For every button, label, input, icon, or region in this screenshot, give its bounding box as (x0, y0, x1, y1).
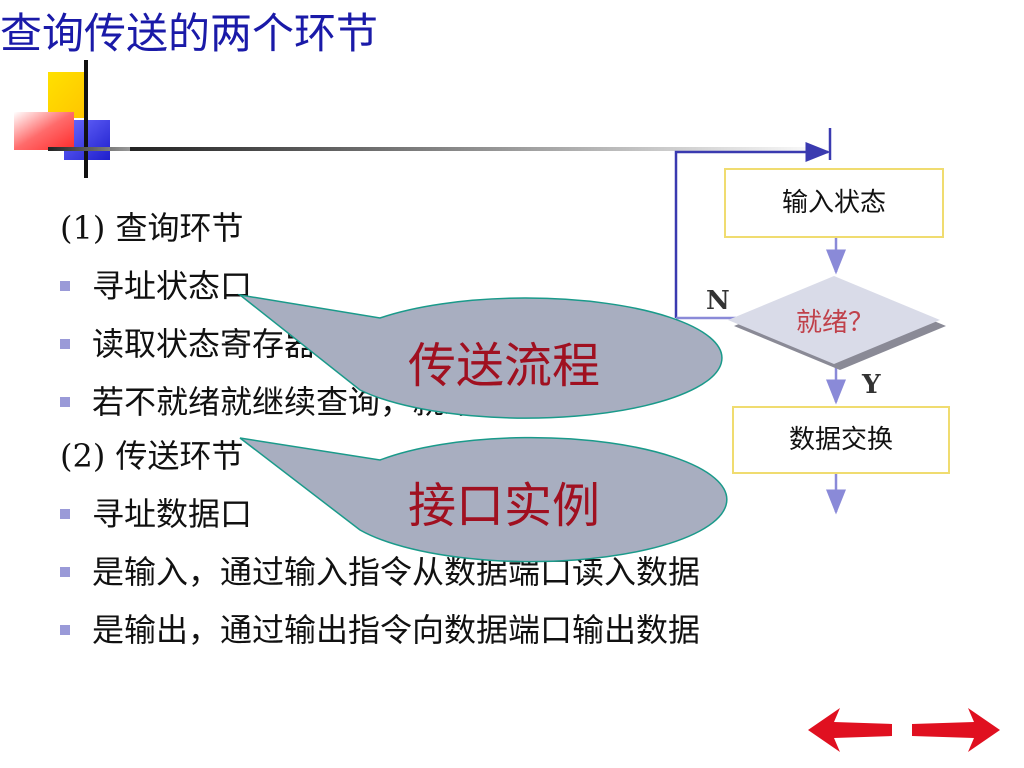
flow-yes-label: Y (862, 370, 881, 400)
flow-decision-label: 就绪？ (795, 308, 874, 338)
bullet-icon (60, 338, 70, 349)
bullet-icon (60, 624, 70, 635)
flow-box-data-exchange: 数据交换 (732, 406, 950, 474)
section-transfer-heading: (2) 传送环节 (60, 437, 244, 475)
flow-box-input-status: 输入状态 (724, 168, 944, 238)
left-arrow-icon[interactable] (808, 708, 892, 752)
callout-example-label[interactable]: 接口实例 (408, 478, 601, 534)
section-query-heading: (1) 查询环节 (60, 209, 244, 247)
flow-decision-ready (728, 276, 946, 370)
bullet-icon (60, 508, 70, 519)
callout-flow-label[interactable]: 传送流程 (408, 338, 601, 394)
bullet-icon (60, 280, 70, 291)
list-item: 是输出，通过输出指令向数据端口输出数据 (60, 608, 700, 652)
list-item: 寻址状态口 (60, 264, 252, 308)
right-arrow-icon[interactable] (912, 708, 1000, 752)
slide-corner-decoration (14, 60, 200, 178)
page-title: 查询传送的两个环节 (0, 9, 379, 58)
bullet-icon (60, 396, 70, 407)
list-item: 是输入，通过输入指令从数据端口读入数据 (60, 550, 700, 594)
flow-no-label: N (706, 286, 730, 316)
bullet-icon (60, 566, 70, 577)
title-underline (130, 147, 830, 151)
nav-arrows (808, 708, 1000, 752)
list-item: 寻址数据口 (60, 492, 252, 536)
